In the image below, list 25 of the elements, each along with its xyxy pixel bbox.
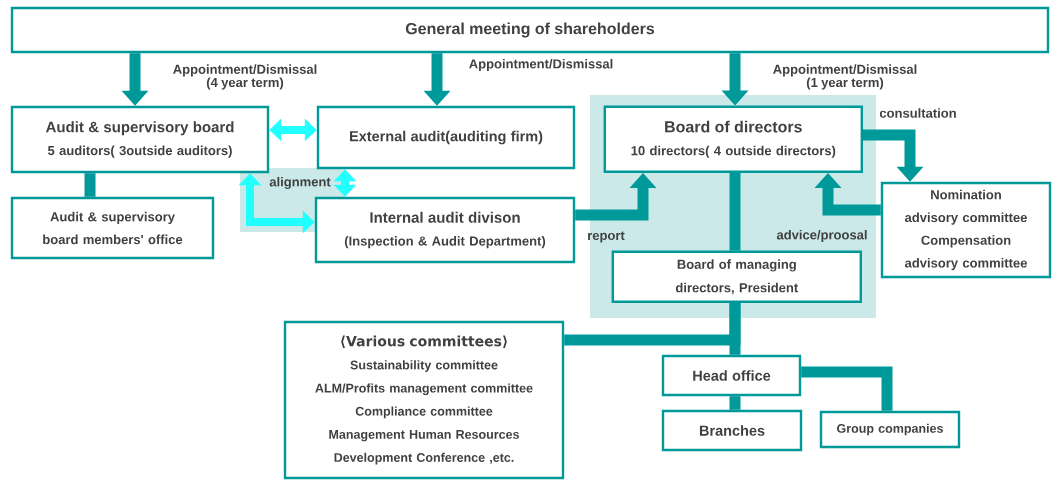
committee-box: Nomination advisory committee Compensation advisory committee <box>880 181 1052 279</box>
edge-label: advice/proosal <box>776 229 867 243</box>
connector-line <box>84 173 96 197</box>
connector-line <box>729 396 741 410</box>
heading-box: General meeting of shareholders <box>10 6 1050 54</box>
edge-label: consultation <box>879 108 956 118</box>
committee-box: ⟨Various committees⟩ Sustainability committee ALM/Profits management committee Compliance committee Management Human Resources Development Conference ,etc. <box>283 320 565 480</box>
edge-label: report <box>588 231 625 243</box>
board-box: Board of directors 10 directors( 4 outside directors) <box>603 105 863 173</box>
office-box: Audit & supervisory board members' office <box>10 196 215 260</box>
audit-box: External audit(auditing firm) <box>316 105 576 170</box>
division-box: Internal audit divison (Inspection & Audit Department) <box>314 196 576 264</box>
connector-line <box>729 173 741 251</box>
office-box: Head office <box>661 354 802 397</box>
board-box: Audit & supervisory board 5 auditors( 3outside auditors) <box>10 105 270 174</box>
management-box: Board of managing directors, President <box>611 250 862 303</box>
arrow <box>269 118 317 142</box>
edge-label: Appointment/Dismissal (4 year term) <box>173 64 317 90</box>
office-box: Branches <box>661 409 803 452</box>
connector-line <box>729 303 741 355</box>
arrow <box>333 169 357 197</box>
group-box: Group companies <box>819 410 961 449</box>
edge-label: Appointment/Dismissal (1 year term) <box>773 64 917 90</box>
edge-label: alignment <box>269 176 331 190</box>
edge-label: Appointment/Dismissal <box>469 58 613 72</box>
